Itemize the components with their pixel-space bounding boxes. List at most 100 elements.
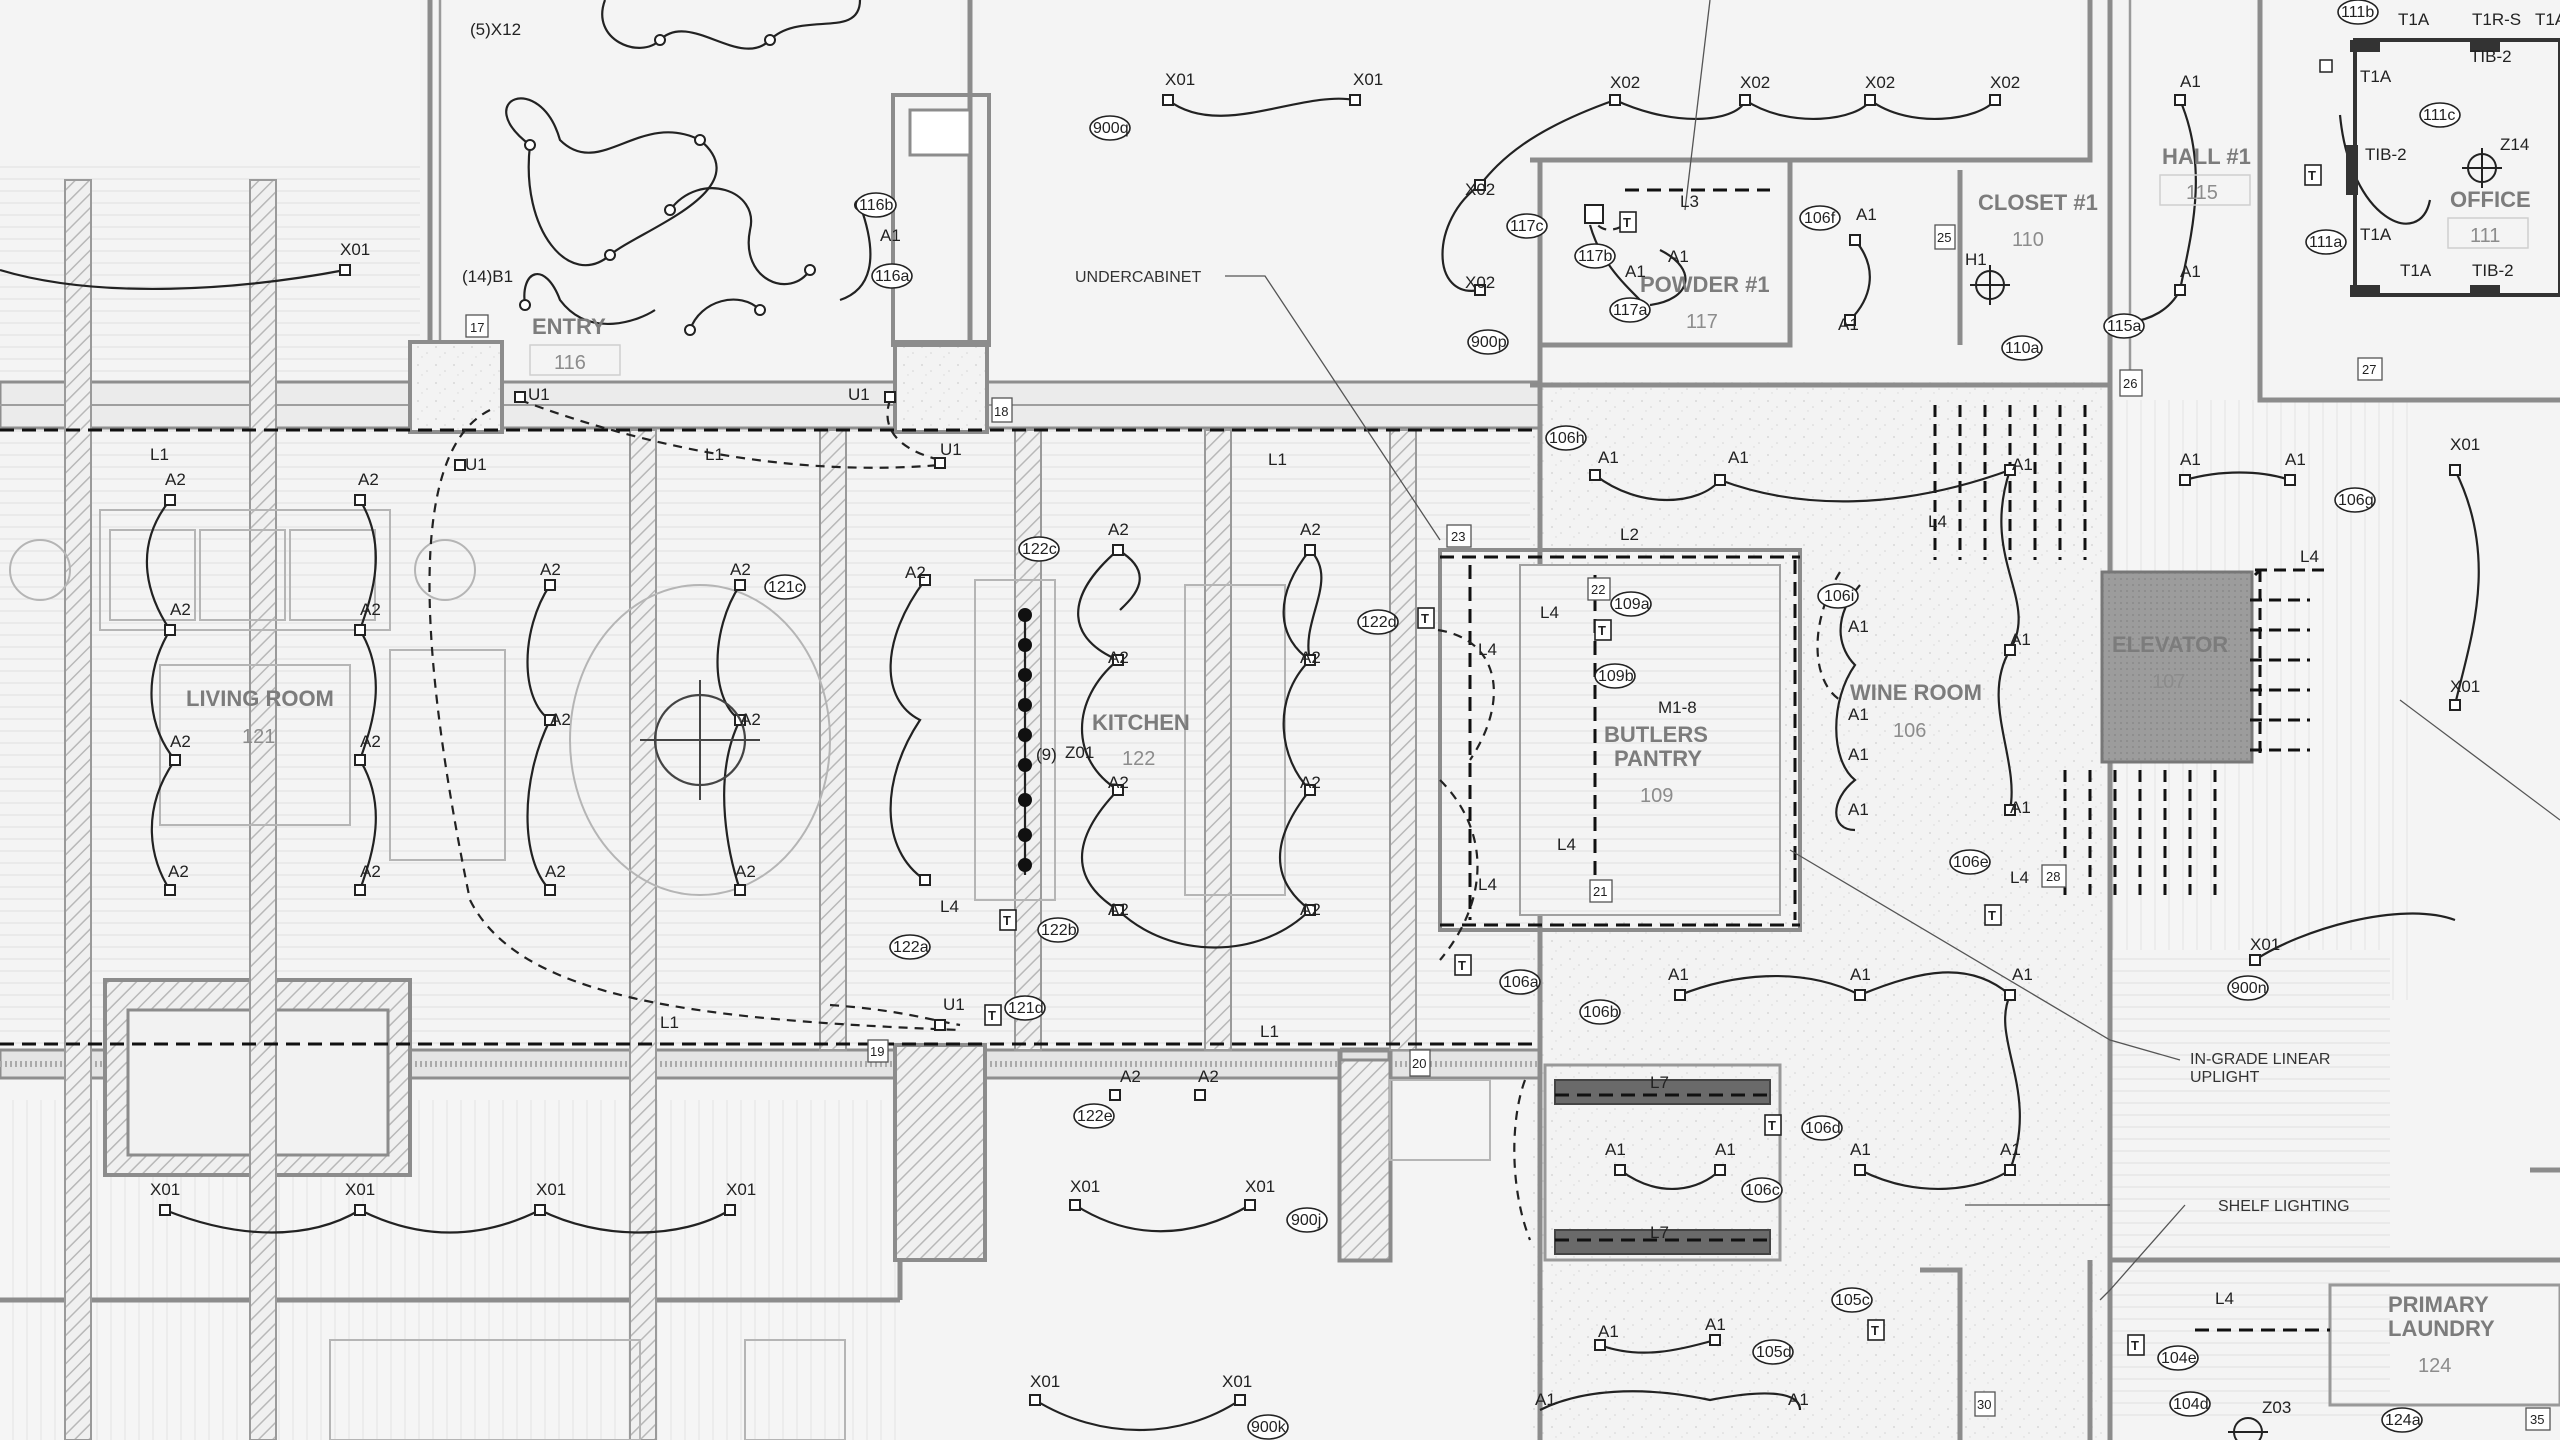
tag-106a: 106a (1499, 969, 1541, 995)
svg-text:17: 17 (470, 320, 484, 335)
room-entry: ENTRY 116 (529, 314, 621, 376)
svg-text:T: T (1458, 958, 1466, 973)
grid-mark-25: 25 (1934, 224, 1956, 250)
svg-text:109b: 109b (1598, 668, 1634, 685)
svg-text:110a: 110a (2005, 340, 2040, 357)
svg-text:900n: 900n (2231, 980, 2267, 997)
svg-text:A1: A1 (1848, 745, 1869, 764)
svg-text:A2: A2 (1300, 900, 1321, 919)
grid-mark-21: 21 (1589, 879, 1613, 903)
svg-text:A2: A2 (1108, 520, 1129, 539)
svg-text:A2: A2 (1300, 520, 1321, 539)
svg-text:HALL #1: HALL #1 (2162, 144, 2251, 169)
svg-text:117b: 117b (1578, 248, 1613, 265)
thermostat-icon: T (1867, 1319, 1885, 1341)
svg-text:109: 109 (1640, 785, 1673, 807)
svg-text:T: T (1768, 1118, 1776, 1133)
tag-117a: 117a (1609, 297, 1651, 323)
svg-text:25: 25 (1937, 230, 1951, 245)
svg-text:A2: A2 (170, 600, 191, 619)
svg-text:115a: 115a (2107, 318, 2142, 335)
svg-text:L4: L4 (1540, 603, 1559, 622)
tag-116b: 116b (855, 192, 897, 218)
svg-text:T1R-S: T1R-S (2472, 10, 2521, 29)
svg-text:A1: A1 (2285, 450, 2306, 469)
svg-text:A2: A2 (1198, 1067, 1219, 1086)
thermostat-icon: T (1417, 607, 1435, 629)
svg-text:A1: A1 (2012, 965, 2033, 984)
svg-text:T1A: T1A (2360, 67, 2392, 86)
svg-text:A1: A1 (1668, 965, 1689, 984)
tag-106h: 106h (1545, 425, 1587, 451)
svg-text:A2: A2 (360, 600, 381, 619)
svg-text:T: T (1598, 623, 1606, 638)
svg-text:122b: 122b (1041, 922, 1077, 939)
svg-text:106b: 106b (1583, 1004, 1619, 1021)
svg-text:111c: 111c (2423, 107, 2455, 124)
svg-text:18: 18 (994, 404, 1008, 419)
svg-text:A1: A1 (2180, 450, 2201, 469)
svg-text:900k: 900k (1251, 1419, 1287, 1436)
svg-text:104d: 104d (2173, 1396, 2209, 1413)
tag-106i: 106i (1817, 583, 1859, 609)
tag-900n: 900n (2227, 975, 2269, 1001)
svg-text:900p: 900p (1471, 334, 1507, 351)
svg-text:124a: 124a (2385, 1412, 2421, 1429)
svg-text:L7: L7 (1650, 1223, 1669, 1242)
tag-106c: 106c (1741, 1177, 1783, 1203)
tag-106b: 106b (1579, 999, 1621, 1025)
svg-text:X02: X02 (1465, 180, 1495, 199)
svg-text:122: 122 (1122, 748, 1155, 770)
svg-text:A2: A2 (740, 710, 761, 729)
svg-text:A1: A1 (1705, 1315, 1726, 1334)
room-wine: WINE ROOM 106 (1850, 680, 1982, 742)
tag-124a: 124a (2381, 1407, 2423, 1433)
note-undercabinet: UNDERCABINET (1075, 269, 1201, 286)
svg-text:A1: A1 (2000, 1140, 2021, 1159)
svg-text:A1: A1 (1535, 1390, 1556, 1409)
svg-text:X01: X01 (2250, 935, 2280, 954)
tag-900j: 900j (1286, 1207, 1328, 1233)
tag-106f: 106f (1799, 205, 1841, 231)
svg-text:A2: A2 (360, 732, 381, 751)
svg-text:115: 115 (2186, 182, 2218, 204)
svg-text:111a: 111a (2309, 234, 2342, 251)
thermostat-icon: T (1764, 1114, 1782, 1136)
tag-121d: 121d (1004, 995, 1046, 1021)
svg-text:KITCHEN: KITCHEN (1092, 710, 1190, 735)
svg-text:X01: X01 (1165, 70, 1195, 89)
svg-text:121: 121 (242, 726, 275, 748)
svg-text:900j: 900j (1291, 1212, 1321, 1229)
svg-text:LIVING ROOM: LIVING ROOM (186, 686, 334, 711)
svg-text:107: 107 (2152, 671, 2185, 693)
note-uplight-line2: UPLIGHT (2190, 1069, 2260, 1086)
svg-text:X02: X02 (1610, 73, 1640, 92)
grid-mark-23: 23 (1446, 524, 1472, 548)
svg-text:A2: A2 (550, 710, 571, 729)
svg-text:A2: A2 (1300, 773, 1321, 792)
svg-text:L4: L4 (1557, 835, 1576, 854)
svg-text:Z03: Z03 (2262, 1398, 2291, 1417)
svg-text:T: T (1421, 611, 1429, 626)
svg-text:L4: L4 (1928, 512, 1947, 531)
tag-104e: 104e (2157, 1345, 2199, 1371)
svg-text:L1: L1 (1268, 450, 1287, 469)
tag-106e: 106e (1949, 849, 1991, 875)
svg-text:A2: A2 (168, 862, 189, 881)
svg-text:A1: A1 (1850, 965, 1871, 984)
svg-text:U1: U1 (528, 385, 550, 404)
svg-text:106d: 106d (1805, 1120, 1841, 1137)
fixture-symbols (159, 34, 2502, 1440)
svg-text:A1: A1 (1668, 247, 1689, 266)
circuit-tags: 900q 900p 900n 900j 900k 116b 116a 117c … (764, 0, 2461, 1440)
tag-122d: 122d (1357, 609, 1399, 635)
room-kitchen: KITCHEN 122 (1092, 710, 1190, 770)
svg-text:T: T (1871, 1323, 1879, 1338)
svg-text:X02: X02 (1465, 273, 1495, 292)
svg-text:A1: A1 (1598, 448, 1619, 467)
svg-text:A1: A1 (880, 226, 901, 245)
svg-text:A2: A2 (1300, 648, 1321, 667)
svg-text:TIB-2: TIB-2 (2472, 261, 2514, 280)
tag-105d: 105d (1752, 1339, 1794, 1365)
svg-text:A2: A2 (730, 560, 751, 579)
